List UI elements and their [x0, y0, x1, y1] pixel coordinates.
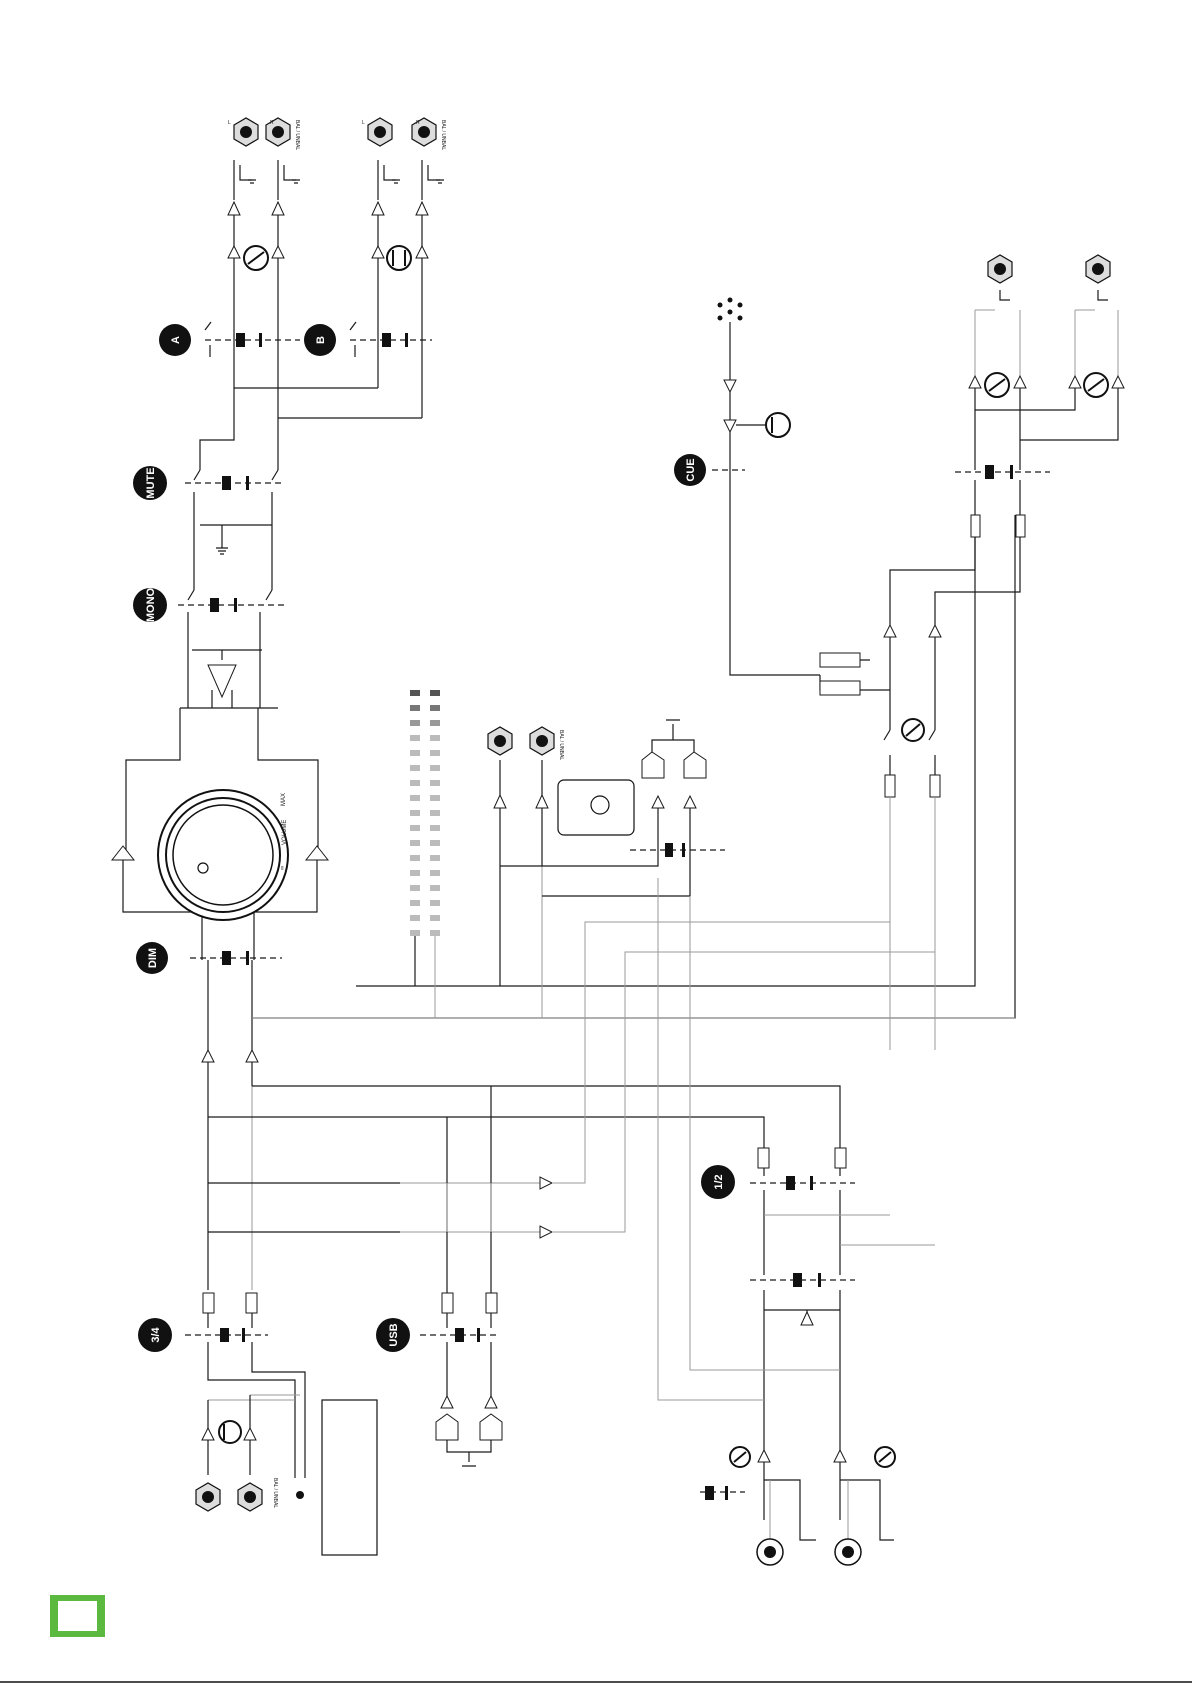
volume-label: VOLUME	[282, 820, 288, 845]
badge-dim[interactable]: DIM	[136, 942, 168, 974]
phones-1-level-knob-icon	[985, 373, 1009, 397]
phones-jack-1	[988, 255, 1012, 283]
output-b-jacks: BAL / UNBAL L R	[362, 118, 446, 150]
svg-text:1/2: 1/2	[713, 1174, 725, 1189]
output-a-level-trim-icon	[244, 246, 268, 270]
output-a-jacks: BAL / UNBAL L R	[228, 118, 300, 150]
svg-text:USB: USB	[388, 1323, 400, 1346]
badge-cue[interactable]: CUE	[674, 454, 706, 486]
badge-mono[interactable]: MONO	[133, 587, 167, 622]
speaker-icon	[558, 780, 634, 835]
badge-usb[interactable]: USB	[376, 1318, 410, 1352]
level-meter	[410, 690, 440, 936]
svg-text:B: B	[315, 336, 327, 344]
phones-2-level-knob-icon	[1084, 373, 1108, 397]
output-a-l-label: L	[228, 120, 231, 126]
badge-b[interactable]: B	[304, 324, 336, 356]
cue-level-knob-icon	[766, 413, 790, 437]
output-a-r-label: R	[270, 120, 274, 126]
gain-1-knob-icon	[730, 1447, 750, 1467]
badge-3-4[interactable]: 3/4	[138, 1318, 172, 1352]
input-3-4-device-box	[322, 1400, 377, 1555]
output-b-r-label: R	[416, 120, 420, 126]
headphone-speaker-icon	[718, 298, 743, 321]
input-3-4-mini-jack-icon	[296, 1491, 304, 1499]
input-3-4-bal-label: BAL / UNBAL	[272, 1478, 278, 1508]
xlr-input-1-icon	[757, 1539, 783, 1565]
trim-3-4-knob-icon	[219, 1421, 241, 1443]
blend-knob-icon	[902, 719, 924, 741]
volume-max-label: MAX	[281, 793, 287, 806]
volume-knob[interactable]	[158, 790, 288, 920]
svg-text:DIM: DIM	[147, 948, 159, 968]
output-b-level-trim-icon	[387, 246, 411, 270]
monitor-output-jacks: BAL / UNBAL	[488, 727, 564, 760]
output-b-bal-label: BAL / UNBAL	[440, 120, 446, 150]
gain-2-knob-icon	[875, 1447, 895, 1467]
badge-mute[interactable]: MUTE	[133, 466, 167, 500]
output-a-bal-label: BAL / UNBAL	[294, 120, 300, 150]
phones-jack-2	[1086, 255, 1110, 283]
input-3-4-jacks: BAL / UNBAL	[196, 1478, 278, 1511]
svg-text:3/4: 3/4	[150, 1326, 162, 1342]
svg-text:MONO: MONO	[145, 587, 157, 622]
xlr-input-2-icon	[835, 1539, 861, 1565]
page-corner-marker	[50, 1595, 105, 1637]
monitor-bal-label: BAL / UNBAL	[558, 730, 564, 760]
badge-1-2[interactable]: 1/2	[701, 1165, 735, 1199]
svg-text:CUE: CUE	[685, 458, 697, 481]
svg-text:MUTE: MUTE	[145, 467, 157, 498]
volume-min-label: ∞	[280, 866, 286, 870]
svg-text:A: A	[170, 336, 182, 344]
badge-a[interactable]: A	[159, 324, 191, 356]
output-b-l-label: L	[362, 120, 365, 126]
